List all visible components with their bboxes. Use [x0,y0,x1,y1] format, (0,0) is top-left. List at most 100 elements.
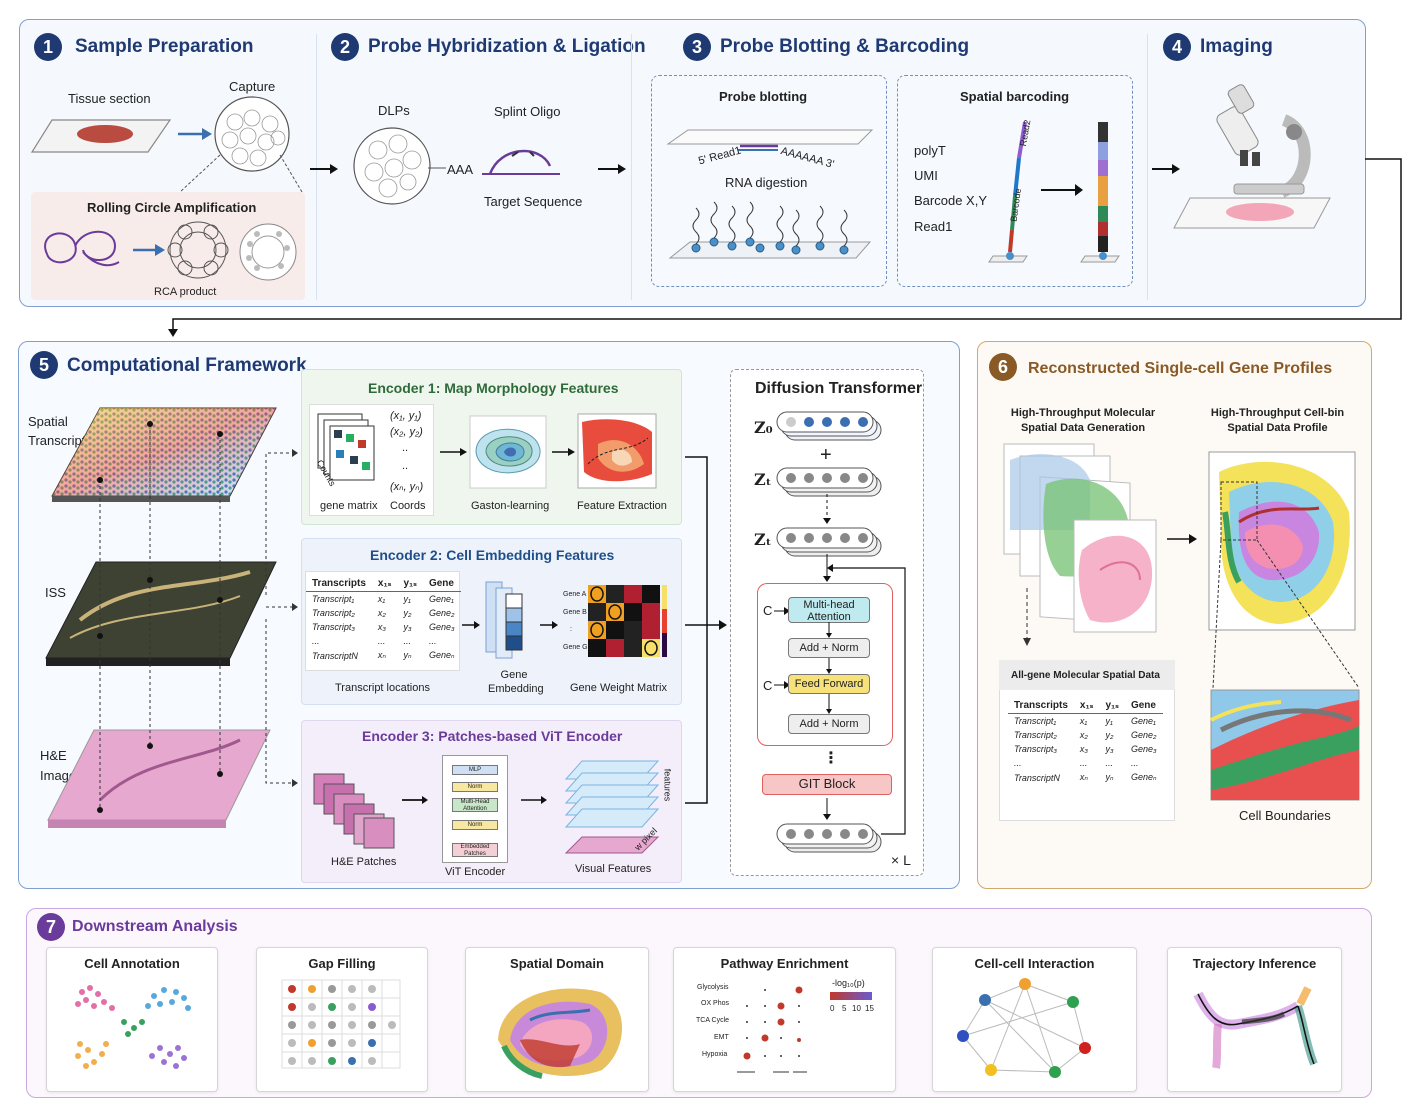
transcript-header: Transcripts [1008,698,1074,714]
step-number-5: 5 [30,351,58,379]
capture-label: Capture [229,79,276,94]
pathway-legend-title: -log₁₀(p) [832,978,865,988]
rca-title: Rolling Circle Amplification [87,200,257,215]
step-number-3: 3 [683,33,711,61]
legend-tick-10: 10 [852,1004,861,1013]
visual-features-label: Visual Features [575,863,652,875]
table-cell: Transcript₃ [312,622,355,632]
table-cell: TranscriptN [312,650,358,661]
vit-layer-mlp: MLP [452,765,498,775]
barcode-item-read1: Read1 [914,219,953,234]
step-number-4: 4 [1163,33,1191,61]
gaston-contour-illustration [440,415,575,489]
molecular-data-generation-label: High-Throughput Molecular Spatial Data G… [1010,407,1156,434]
condition-arrows [774,607,790,689]
layer-label-spatial-transcripts: Spatial Transcripts [28,414,92,448]
gene-embedding-illustration [462,581,558,659]
card-cell-cell-interaction[interactable]: Cell-cell Interaction [932,947,1137,1092]
x-header: x₁ₛ [1073,698,1100,714]
table-cell: ... [377,636,386,646]
gene-header: Gene [1124,698,1163,714]
gaston-learning-label: Gaston-learning [471,500,550,512]
target-sequence-label: Target Sequence [484,194,583,209]
tissue-slide-illustration [30,96,303,193]
table-cell: ... [1014,758,1022,768]
arrow-3-4 [1152,164,1180,174]
cell-boundaries-zoom-illustration [1210,689,1360,801]
barcode-item-polyt: polyT [914,143,946,158]
table-cell: x₁ [377,594,386,604]
encoder-2-title: Encoder 2: Cell Embedding Features [370,547,615,563]
gene-header: Gene [422,576,461,592]
table-cell: Gene₂ [1130,730,1157,740]
legend-tick-5: 5 [842,1004,847,1013]
probe-blotting-title: Probe Blotting & Barcoding [720,36,970,57]
stacked-layers-illustration [45,407,277,828]
step-number-7: 7 [37,913,65,941]
encoders-to-dit-connector [685,456,727,804]
coord-1: (x₁, y₁) [390,410,422,422]
table-cell: yₙ [403,650,412,660]
probe-blotting-illustration [666,129,874,259]
he-patches-label: H&E Patches [331,856,397,868]
pathway-label-hypoxia: Hypoxia [702,1051,728,1058]
card-title: Spatial Domain [510,956,604,971]
legend-tick-0: 0 [830,1004,835,1013]
table-cell: ... [1105,758,1113,768]
card-pathway-enrichment[interactable]: Pathway Enrichment [673,947,896,1092]
transcript-locations-label: Transcript locations [335,682,430,694]
cell-bin-brain-illustration [1208,451,1360,689]
diffusion-transformer-title: Diffusion Transformer [755,380,923,397]
card-title: Pathway Enrichment [720,956,849,971]
multi-head-attention-block: Multi-head Attention [788,597,870,623]
table-cell: Gene₁ [1130,716,1156,726]
table-cell: ... [1079,758,1088,768]
times-l-label: × L [891,852,911,868]
arrow-vit-to-features [521,796,547,804]
table-cell: Transcript₃ [1014,744,1057,754]
table-cell: Transcript₁ [1014,716,1057,726]
spatial-domain-brain [498,988,622,1079]
dlps-label: DLPs [378,103,410,118]
table-cell: x₃ [377,622,386,632]
rca-product-label: RCA product [154,286,217,298]
card-title: Gap Filling [308,956,376,971]
vit-layer-norm-2: Norm [452,820,498,830]
coord-3: .. [402,442,409,454]
table-cell: Transcript₂ [312,608,355,618]
gene-b-label: Gene B [563,609,587,616]
step-number-1: 1 [34,33,62,61]
table-cell: y₃ [1105,744,1114,754]
vit-layer-norm: Norm [452,782,498,792]
git-block: GIT Block [762,774,892,795]
dlp-illustration [353,127,560,205]
table-cell: xₙ [1079,772,1089,782]
table-cell: ... [428,636,437,646]
card-title: Cell-cell Interaction [974,956,1095,971]
add-norm-block-1: Add + Norm [788,638,870,658]
all-gene-table-header [999,660,1175,690]
cell-bin-profile-label: High-Throughput Cell-bin Spatial Data Pr… [1210,407,1345,434]
vit-layer-mha: Multi-Head Attention [452,798,498,812]
table-cell: xₙ [377,650,387,660]
divider-2 [631,34,632,300]
cell-boundaries-label: Cell Boundaries [1239,808,1331,823]
z0-label: Z₀ [754,418,773,437]
tissue-section-label: Tissue section [68,91,151,106]
coords-label: Coords [390,500,426,512]
card-title: Trajectory Inference [1192,956,1317,971]
table-cell: y₂ [403,608,412,618]
features-axis-label: features [662,768,673,802]
layer-label-iss: ISS [45,585,66,600]
gene-matrix-label: gene matrix [320,500,378,512]
dashed-down-arrow [1023,588,1031,646]
table-cell: TranscriptN [1014,772,1060,783]
card-cell-annotation[interactable]: Cell Annotation [46,947,218,1092]
barcode-item-xy: Barcode X,Y [914,193,987,208]
coord-n: (xₙ, yₙ) [390,481,424,493]
